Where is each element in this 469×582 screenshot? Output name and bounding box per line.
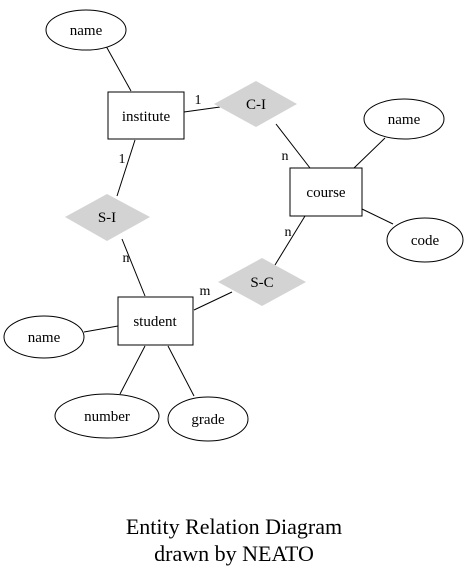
attribute-label: number bbox=[84, 409, 130, 425]
edge-student-name bbox=[83, 325, 119, 333]
relationship-ci bbox=[214, 81, 297, 127]
attribute-student-number bbox=[54, 393, 160, 439]
entity-course bbox=[289, 167, 363, 217]
relationship-sc bbox=[218, 258, 306, 306]
edge-student-number bbox=[119, 345, 146, 395]
edge-course-sc bbox=[274, 215, 306, 266]
edge-ci-course bbox=[275, 123, 311, 169]
edge-course-name bbox=[353, 137, 386, 169]
attribute-label: name bbox=[388, 112, 421, 128]
entity-label: student bbox=[133, 314, 177, 330]
cardinality-label: n bbox=[123, 251, 130, 266]
edge-institute-si bbox=[116, 139, 136, 197]
edge-si-student bbox=[121, 238, 146, 297]
relationship-label: C-I bbox=[246, 97, 266, 113]
attribute-label: code bbox=[411, 233, 440, 249]
relationship-label: S-C bbox=[250, 275, 273, 291]
edge-course-code bbox=[361, 208, 394, 225]
caption-line-2: drawn by NEATO bbox=[154, 541, 314, 566]
entity-student bbox=[117, 296, 194, 346]
caption-line-1: Entity Relation Diagram bbox=[126, 514, 342, 539]
cardinality-label: n bbox=[282, 149, 289, 164]
attribute-label: grade bbox=[191, 412, 225, 428]
edge-institute-ci bbox=[183, 106, 221, 113]
edge-sc-student bbox=[193, 291, 233, 311]
entity-label: institute bbox=[122, 109, 171, 125]
entity-label: course bbox=[306, 185, 345, 201]
edge-institute-name bbox=[105, 45, 132, 92]
cardinality-label: 1 bbox=[195, 93, 202, 108]
cardinality-label: m bbox=[200, 284, 211, 299]
cardinality-label: 1 bbox=[119, 152, 126, 167]
relationship-label: S-I bbox=[98, 210, 116, 226]
attribute-label: name bbox=[28, 330, 61, 346]
attribute-institute-name bbox=[45, 9, 127, 51]
cardinality-label: n bbox=[285, 225, 292, 240]
relationship-si bbox=[65, 194, 150, 241]
attribute-course-name bbox=[363, 98, 445, 140]
attribute-course-code bbox=[386, 217, 464, 263]
attribute-student-grade bbox=[167, 396, 249, 442]
attribute-student-name bbox=[3, 315, 85, 359]
attribute-label: name bbox=[70, 23, 103, 39]
edge-student-grade bbox=[167, 345, 195, 397]
entity-institute bbox=[107, 91, 185, 140]
